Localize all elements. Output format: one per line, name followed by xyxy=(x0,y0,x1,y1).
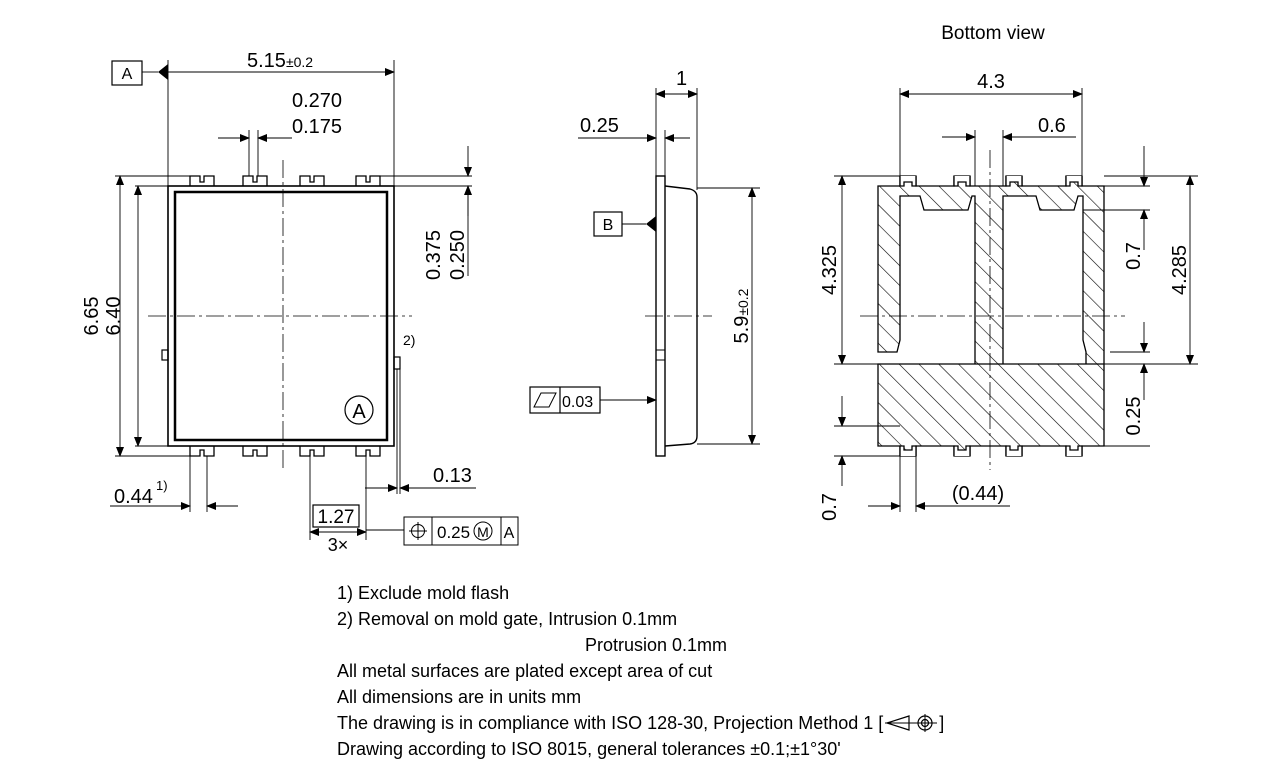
datum-a-box xyxy=(111,60,143,86)
side-view-labels: 1 0.25 B 5.9±0.2 0.03 xyxy=(562,68,753,411)
foot-ref-label: 1) xyxy=(156,478,168,493)
pitch-basic-box xyxy=(312,504,360,528)
note-2: 2) Removal on mold gate, Intrusion 0.1mm xyxy=(337,609,678,629)
b-07-bottom-label: 0.7 xyxy=(819,493,841,521)
lead-inner-label: 0.175 xyxy=(292,116,342,138)
side-1-label: 1 xyxy=(676,68,687,90)
position-tolerance-frame xyxy=(403,516,519,546)
note-4: All dimensions are in units mm xyxy=(337,687,582,707)
datum-circle-a xyxy=(344,395,374,425)
dim-013-label: 0.13 xyxy=(433,465,472,487)
projection-method-icon xyxy=(885,714,938,732)
width-tol-label: ±0.2 xyxy=(286,54,313,70)
note-2b: Protrusion 0.1mm xyxy=(585,635,728,655)
note-3: All metal surfaces are plated except are… xyxy=(337,661,713,681)
max-material-icon xyxy=(473,521,493,541)
circle-a-label: A xyxy=(352,401,366,423)
side-59-tol-label: ±0.2 xyxy=(735,288,751,315)
top-view xyxy=(110,60,519,546)
b-044-label: (0.44) xyxy=(952,483,1004,505)
note-1: 1) Exclude mold flash xyxy=(337,583,510,603)
b-4325-label: 4.325 xyxy=(819,245,841,295)
svg-text:5.15±0.2: 5.15±0.2 xyxy=(247,50,313,72)
note-5: The drawing is in compliance with ISO 12… xyxy=(337,710,944,736)
b-025-label: 0.25 xyxy=(1123,397,1145,436)
note-5-end: ] xyxy=(939,713,945,733)
gap-375-label: 0.375 xyxy=(423,230,445,280)
note-2-ref: 2) xyxy=(403,332,415,348)
svg-text:5.9±0.2: 5.9±0.2 xyxy=(731,288,753,343)
flatness-icon xyxy=(533,392,557,408)
side-025-label: 0.25 xyxy=(580,115,619,137)
notes-block: 1) Exclude mold flash 2) Removal on mold… xyxy=(337,580,944,762)
height-outer-label: 6.65 xyxy=(81,297,103,336)
datum-a-label: A xyxy=(122,66,133,83)
pos-datum-label: A xyxy=(504,525,515,542)
width-main-label: 5.15 xyxy=(247,50,286,72)
b-07-right-label: 0.7 xyxy=(1123,242,1145,270)
pitch-count-label: 3× xyxy=(328,535,349,555)
pitch-label: 1.27 xyxy=(318,507,355,528)
bottom-view xyxy=(834,88,1198,512)
datum-b-label: B xyxy=(603,217,614,234)
side-59-label: 5.9 xyxy=(731,316,753,344)
lead-outer-label: 0.270 xyxy=(292,90,342,112)
flatness-tol-label: 0.03 xyxy=(562,394,593,411)
top-view-labels: A 5.15±0.2 0.270 0.175 6.65 6.40 0.375 0… xyxy=(81,50,515,555)
b-06-label: 0.6 xyxy=(1038,115,1066,137)
pos-tol-label: 0.25 xyxy=(437,523,470,542)
b-4285-label: 4.285 xyxy=(1169,245,1191,295)
note-5-text: The drawing is in compliance with ISO 12… xyxy=(337,713,884,733)
bottom-view-title: Bottom view xyxy=(941,23,1045,44)
bottom-view-labels: Bottom view 4.3 0.6 4.325 0.7 4.285 0.25… xyxy=(819,23,1191,521)
side-body-profile xyxy=(664,185,698,447)
b-43-label: 4.3 xyxy=(977,71,1005,93)
foot-044-label: 0.44 xyxy=(114,486,153,508)
side-view xyxy=(529,88,760,457)
note-6: Drawing according to ISO 8015, general t… xyxy=(337,739,841,759)
pos-mod-label: M xyxy=(477,524,489,540)
gap-250-label: 0.250 xyxy=(447,230,469,280)
height-inner-label: 6.40 xyxy=(103,297,125,336)
